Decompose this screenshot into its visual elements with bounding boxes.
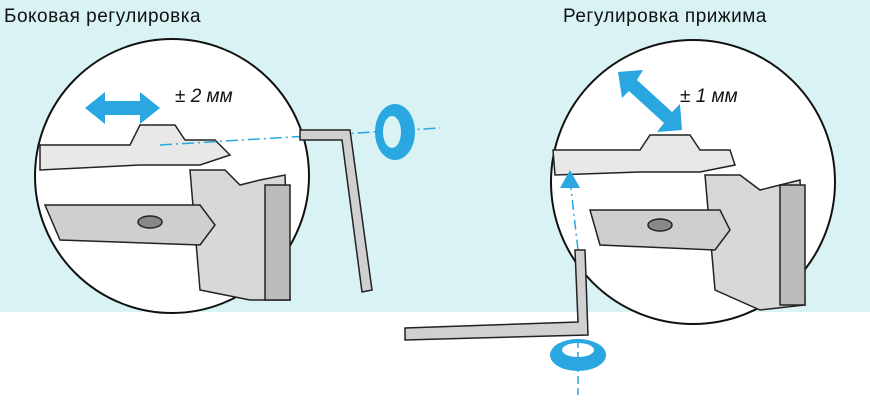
horizontal-double-arrow-icon — [85, 92, 160, 124]
rotate-icon-left — [375, 104, 415, 160]
rotate-icon-right — [550, 339, 606, 395]
left-detail-circle — [34, 38, 441, 314]
title-side-adjustment: Боковая регулировка — [4, 6, 202, 27]
label-right-range: ± 1 мм — [680, 86, 738, 107]
diagonal-double-arrow-icon — [618, 70, 682, 132]
up-arrow-icon — [560, 170, 580, 188]
right-detail-circle — [550, 39, 836, 325]
label-left-range: ± 2 мм — [175, 86, 233, 107]
title-pressure-adjustment: Регулировка прижима — [563, 6, 767, 27]
hex-key-right — [404, 249, 589, 341]
hex-key-left — [299, 129, 373, 293]
